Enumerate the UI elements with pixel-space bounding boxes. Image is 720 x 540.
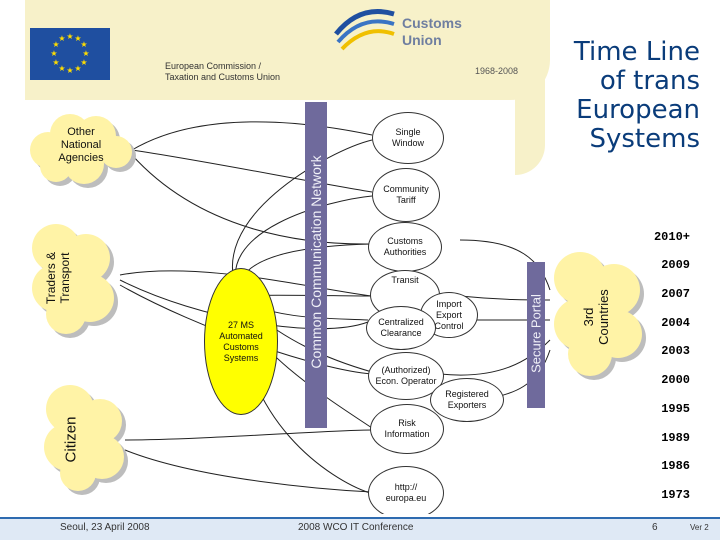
svg-text:★: ★ [82,49,89,58]
top-banner [25,0,550,100]
year-label: 1989 [661,431,690,445]
eu-flag-icon: ★★★ ★★★ ★★★ ★★★ [30,28,110,80]
right-banner [515,0,545,175]
year-label: 2004 [661,316,690,330]
org-line-2: Taxation and Customs Union [165,72,281,82]
year-label: 1986 [661,459,690,473]
svg-text:★: ★ [58,64,65,73]
node-europa: http:// europa.eu [368,466,444,520]
cloud-other-agencies: Other National Agencies [28,110,140,190]
org-line-1: European Commission / [165,61,262,71]
customs-union-logo-icon [330,4,400,54]
footer-bar [0,514,720,540]
svg-text:★: ★ [74,64,81,73]
citizen-label: Citizen [62,416,80,463]
svg-text:★: ★ [80,40,87,49]
other-agencies-label: Other National Agencies [58,126,104,164]
footer-page: 6 [652,522,658,533]
ms-systems-oval: 27 MS Automated Customs Systems [204,268,278,415]
year-label: 1995 [661,402,690,416]
footer-event: 2008 WCO IT Conference [298,522,414,533]
node-single-window: Single Window [372,112,444,164]
year-label: 2007 [661,287,690,301]
node-risk-information: Risk Information [370,404,444,454]
logo-text-union: Union [402,32,442,48]
year-label: 2000 [661,373,690,387]
page-title: Time Line of trans European Systems [573,37,700,154]
svg-text:★: ★ [52,40,59,49]
period-label: 1968-2008 [475,66,519,76]
node-centralized-clearance: Centralized Clearance [366,306,436,350]
svg-text:★: ★ [50,49,57,58]
ccn-label: Common Communication Network [308,155,324,369]
svg-text:★: ★ [58,34,65,43]
logo-text-customs: Customs [402,15,462,31]
node-community-tariff: Community Tariff [372,168,440,222]
cloud-traders: Traders & Transport [30,222,125,342]
cloud-third-countries: 3rd Countries [548,250,658,385]
ccn-bar: Common Communication Network [305,102,327,428]
svg-text:★: ★ [80,58,87,67]
svg-text:★: ★ [66,32,73,41]
secure-portal-label: Secure Portal [528,294,544,373]
secure-portal-bar: Secure Portal [527,262,545,408]
footer-location: Seoul, 23 April 2008 [60,522,150,533]
traders-label: Traders & Transport [44,251,72,305]
svg-text:★: ★ [74,34,81,43]
svg-text:★: ★ [52,58,59,67]
footer-version: Ver 2 [690,523,709,532]
year-label: 2010+ [653,230,690,244]
third-countries-label: 3rd Countries [581,289,611,345]
node-customs-authorities: Customs Authorities [368,222,442,272]
year-label: 2003 [661,344,690,358]
node-registered-exporters: Registered Exporters [430,378,504,422]
year-label: 1973 [661,488,690,502]
svg-text:★: ★ [66,66,73,75]
cloud-citizen: Citizen [42,385,134,497]
year-label: 2009 [661,258,690,272]
